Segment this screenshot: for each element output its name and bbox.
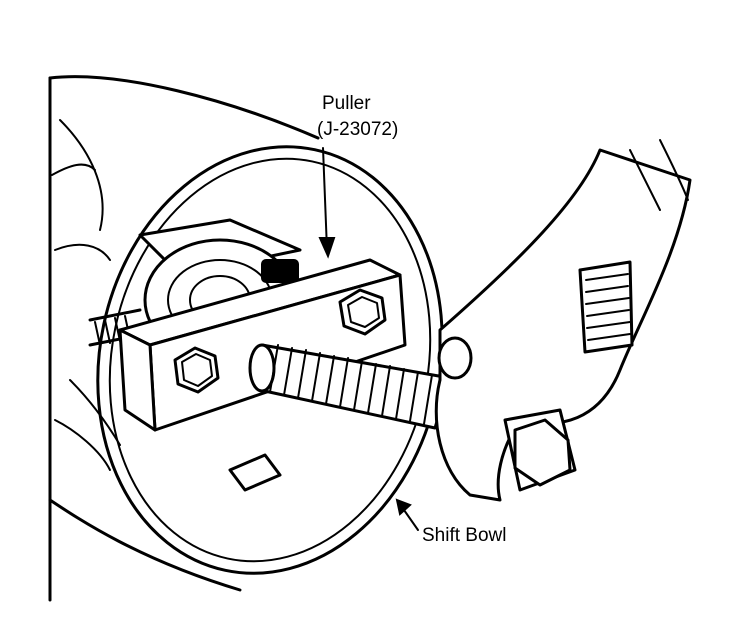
wrench-jaw-nut	[513, 418, 572, 487]
adjustable-wrench	[434, 139, 692, 502]
label-puller-part-number: (J-23072)	[317, 119, 399, 140]
shift-bowl-arrowhead	[395, 498, 412, 516]
puller-arrowhead	[318, 237, 336, 259]
puller-leader-line	[322, 147, 328, 251]
forcing-screw	[248, 343, 452, 430]
label-puller: Puller	[322, 93, 371, 114]
column-housing	[48, 75, 320, 602]
shift-bowl-leader-line	[403, 509, 419, 531]
label-shift-bowl: Shift Bowl	[422, 525, 507, 546]
leader-lines	[318, 147, 419, 531]
